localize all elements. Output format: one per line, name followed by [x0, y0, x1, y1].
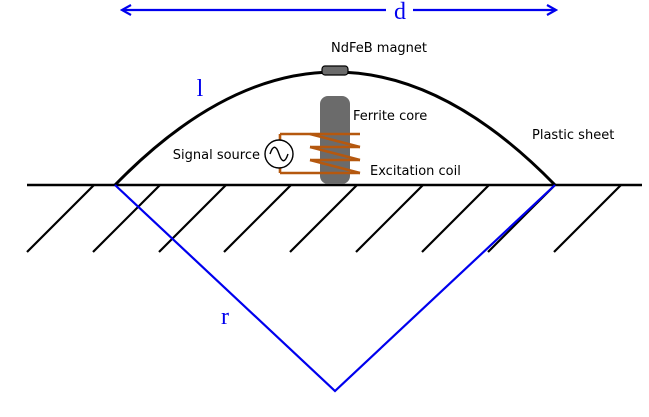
excitation-coil — [278, 132, 361, 175]
radius-r-label: r — [221, 304, 229, 330]
magnet-label: NdFeB magnet — [331, 41, 427, 56]
coil-label: Excitation coil — [370, 164, 461, 179]
source-label: Signal source — [173, 148, 260, 163]
core-label: Ferrite core — [353, 109, 427, 124]
arc-length-l-label: l — [197, 76, 204, 102]
plastic-label: Plastic sheet — [532, 128, 614, 143]
ac-sine-source-icon — [264, 139, 294, 169]
ndfeb-magnet — [321, 65, 349, 76]
dimension-d-label: d — [394, 0, 406, 25]
radius-lines — [114, 184, 556, 393]
ground-hatching — [26, 184, 622, 253]
